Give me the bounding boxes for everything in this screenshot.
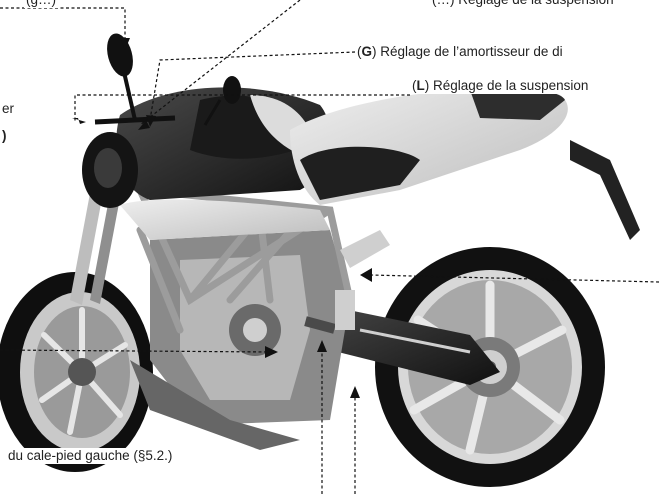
label-left-paren: ) (0, 128, 9, 144)
label-top-right-fragment: (…) Réglage de la suspension (430, 0, 616, 8)
label-L: (L) Réglage de la suspension (410, 78, 591, 94)
front-wheel (0, 272, 153, 472)
label-L-letter: L (416, 78, 425, 93)
label-G-letter: G (361, 44, 373, 59)
label-bottom-left: du cale-pied gauche (§5.2.) (6, 448, 175, 464)
label-G-text: ) Réglage de l’amortisseur de di (372, 44, 563, 59)
label-L-text: ) Réglage de la suspension (424, 78, 589, 93)
label-top-left-fragment: (g…) (24, 0, 58, 8)
label-left-fragment: er (0, 101, 17, 117)
label-G: (G) Réglage de l’amortisseur de di (355, 44, 565, 60)
